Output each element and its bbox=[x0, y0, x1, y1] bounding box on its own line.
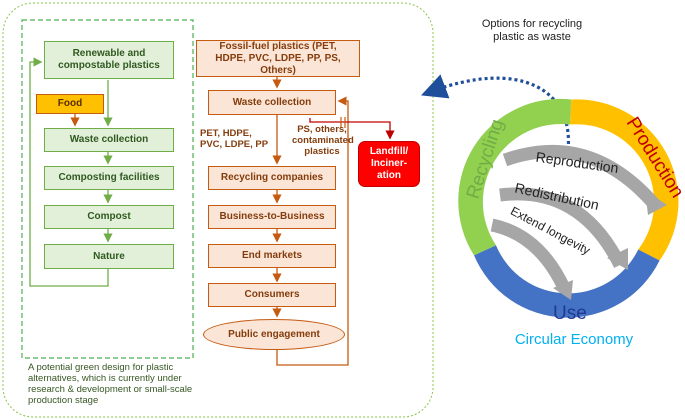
green-design-note: A potential green design for plastic alt… bbox=[28, 362, 193, 406]
landfill-arrow bbox=[309, 118, 395, 140]
ring-segment-production bbox=[569, 99, 679, 261]
ring-segment-recycling bbox=[458, 98, 572, 256]
nature-box: Nature bbox=[44, 244, 174, 269]
recycling-companies-box: Recycling companies bbox=[208, 166, 336, 190]
end-markets-box: End markets bbox=[208, 244, 336, 268]
green-waste-collection-box: Waste collection bbox=[44, 128, 174, 152]
options-label: Options for recycling plastic as waste bbox=[481, 18, 583, 43]
circular-economy-title: Circular Economy bbox=[514, 331, 634, 348]
landfill-box: Landfill/ Inciner- ation bbox=[358, 141, 420, 187]
fossil-waste-collection-box: Waste collection bbox=[208, 90, 336, 115]
green-design-frame bbox=[21, 19, 194, 359]
outer-frame bbox=[2, 2, 434, 418]
composting-facilities-box: Composting facilities bbox=[44, 166, 174, 190]
feedback-loop-arrow bbox=[276, 96, 349, 366]
options-arrow bbox=[421, 74, 571, 151]
ring-segment-use bbox=[473, 245, 660, 318]
fossil-fuel-plastics-box: Fossil-fuel plastics (PET, HDPE, PVC, LD… bbox=[196, 40, 360, 77]
business-to-business-box: Business-to-Business bbox=[208, 205, 336, 229]
food-box: Food bbox=[36, 94, 104, 114]
public-engagement-oval: Public engagement bbox=[203, 319, 345, 350]
ring-label-use: Use bbox=[553, 303, 587, 324]
consumers-box: Consumers bbox=[208, 283, 336, 307]
nonrecyclable-types-label: PS, others, contaminated plastics bbox=[292, 124, 354, 157]
circular-economy-ring: Recycling Production Use Reproduction Re… bbox=[458, 98, 685, 324]
recyclable-types-label: PET, HDPE, PVC, LDPE, PP bbox=[200, 128, 269, 150]
renewable-plastics-box: Renewable and compostable plastics bbox=[44, 41, 174, 79]
compost-box: Compost bbox=[44, 205, 174, 229]
nature-loop-arrow bbox=[29, 57, 109, 287]
